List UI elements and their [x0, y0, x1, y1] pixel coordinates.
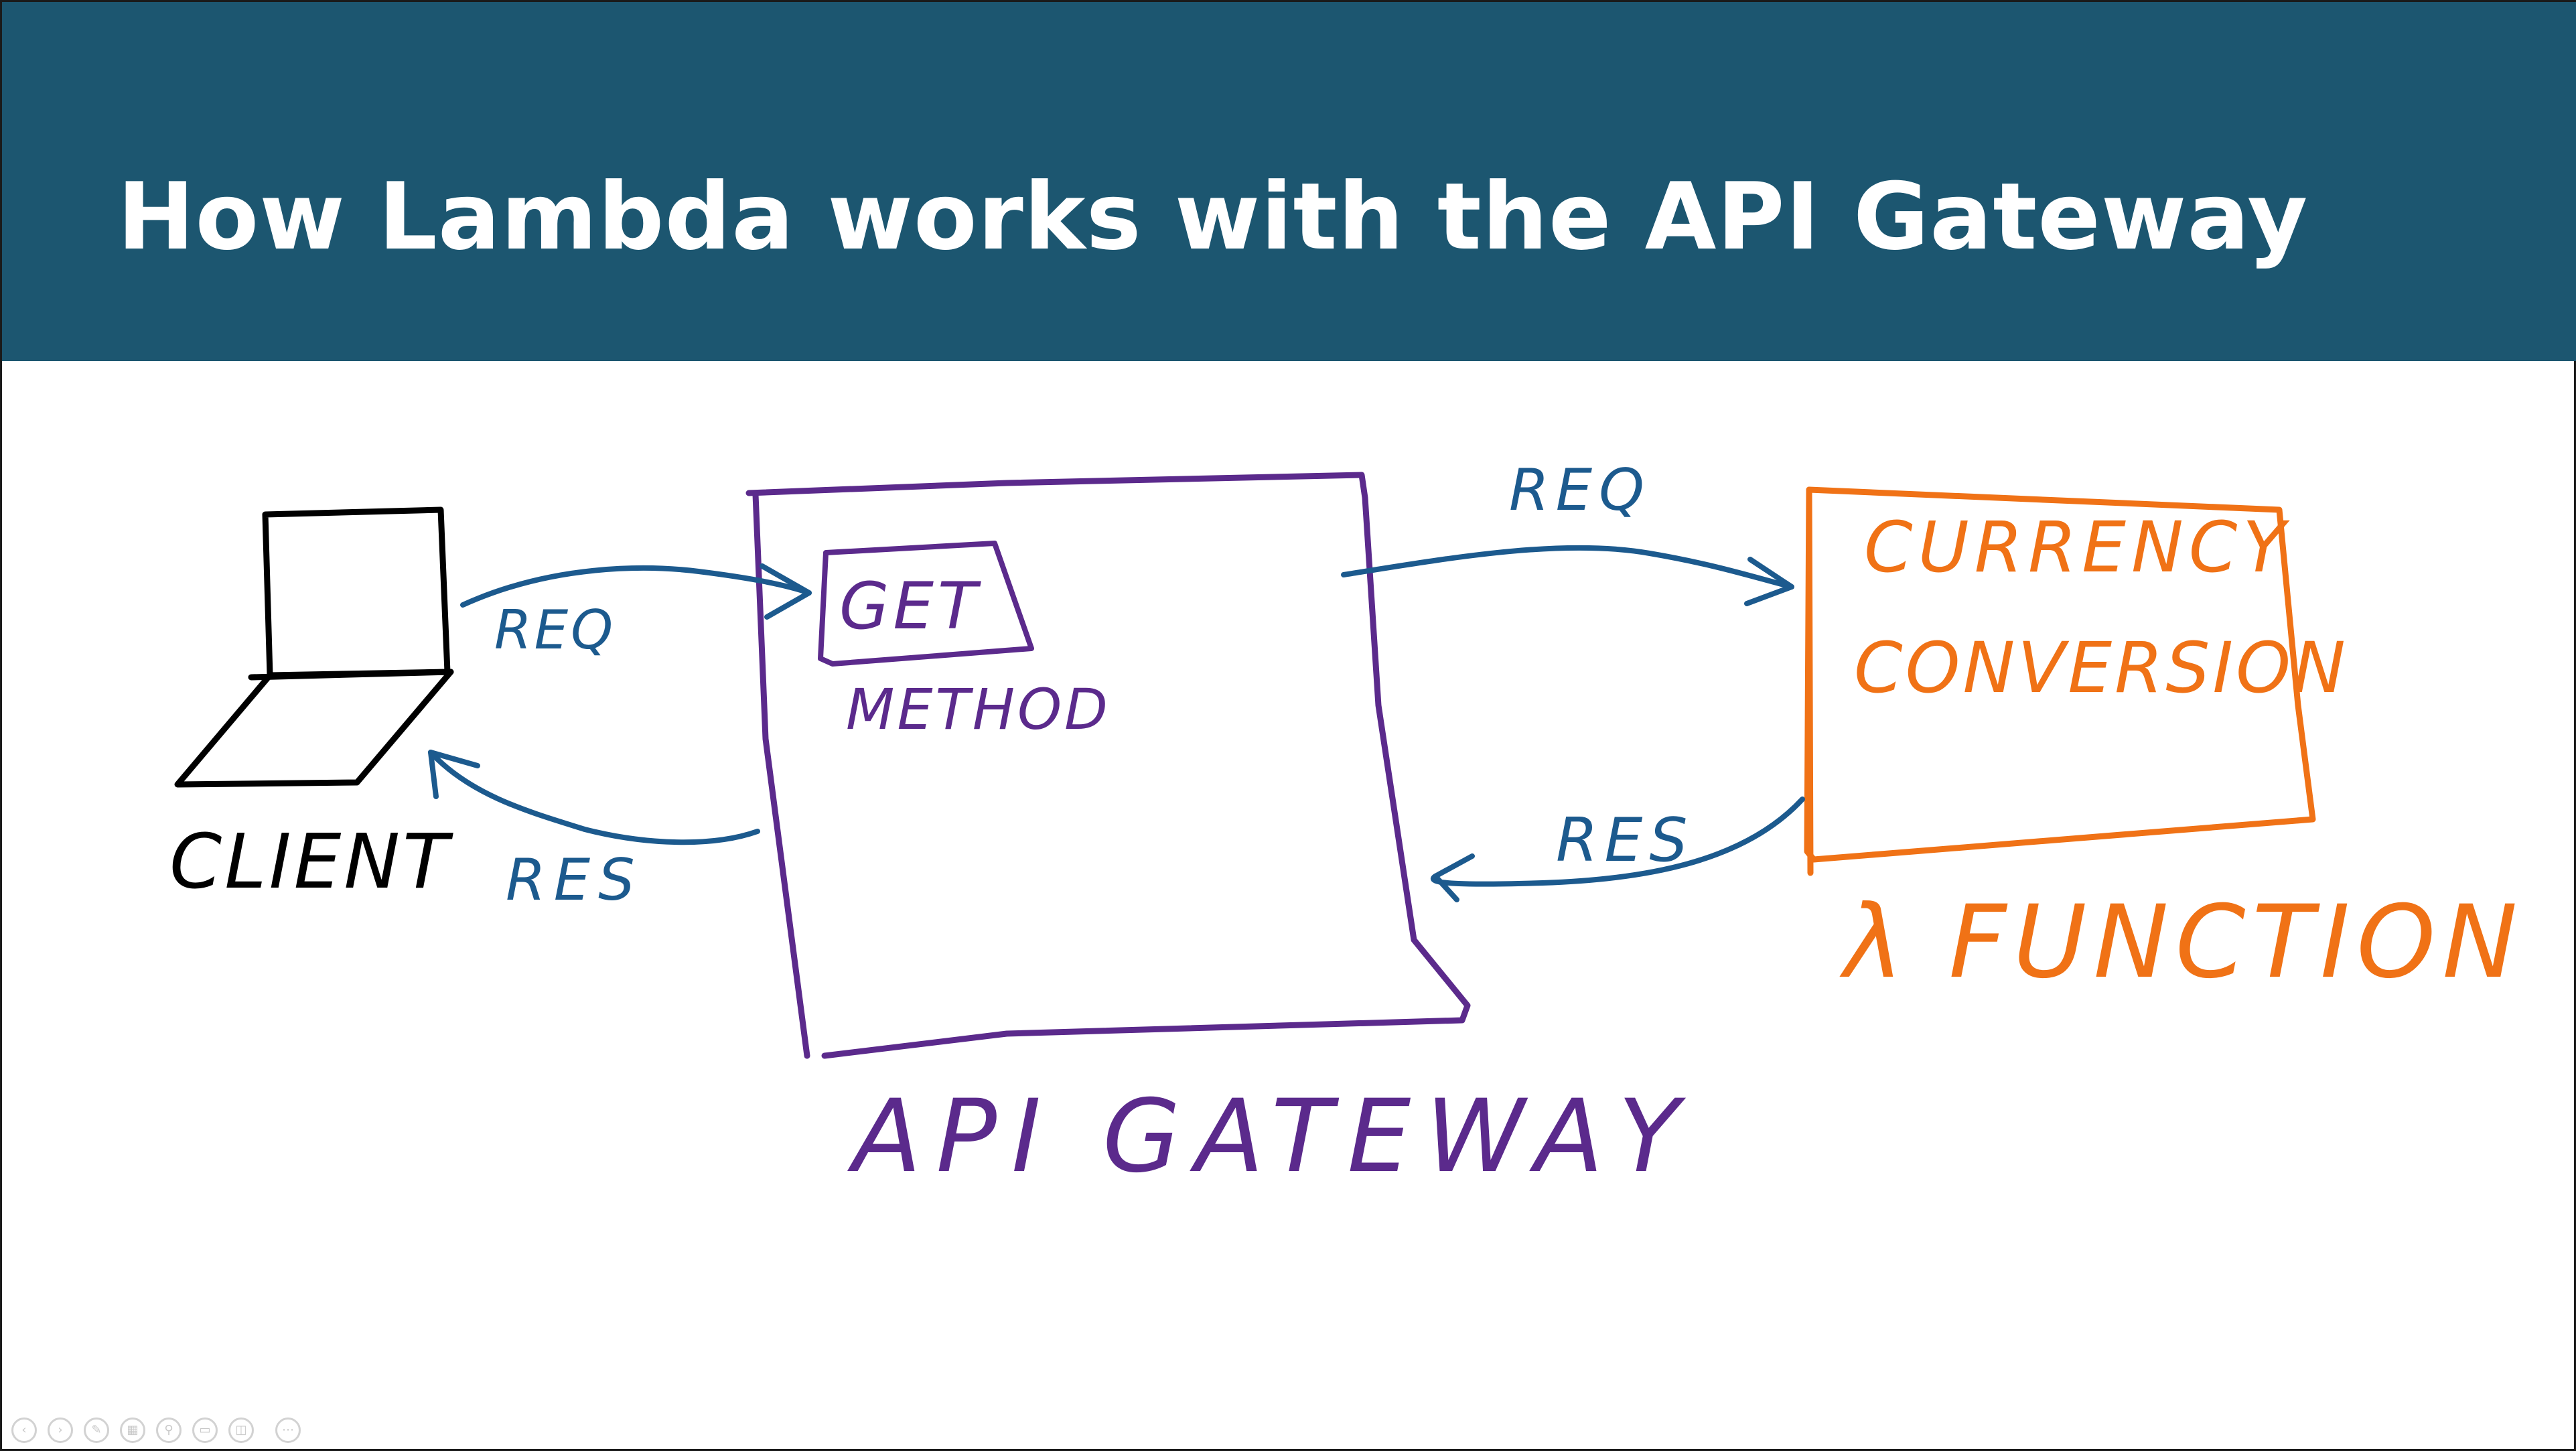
api-gateway-box [745, 472, 1471, 1059]
res-label-lambda: RES [1556, 805, 1695, 876]
get-method-text: GET [839, 569, 981, 644]
slides-icon[interactable]: ▦ [120, 1418, 145, 1443]
response-arrow-lambda-to-gateway [1431, 797, 1805, 902]
client-label: CLIENT [169, 819, 453, 906]
screen-icon[interactable]: ◫ [228, 1418, 254, 1443]
more-icon[interactable]: ⋯ [275, 1418, 301, 1443]
req-label-lambda: REQ [1509, 457, 1651, 524]
response-arrow-gateway-to-client [428, 750, 760, 845]
api-gateway-label: API GATEWAY [847, 1079, 1694, 1195]
title-banner: How Lambda works with the API Gateway [2, 2, 2576, 361]
lambda-box-line1: CURRENCY [1864, 506, 2291, 588]
lambda-function-label: λ FUNCTION [1839, 884, 2524, 1001]
zoom-icon[interactable]: ⚲ [156, 1418, 182, 1443]
next-icon[interactable]: › [48, 1418, 73, 1443]
lambda-function-box [1804, 486, 2316, 876]
res-label-client: RES [506, 847, 643, 914]
get-method-box [818, 541, 1034, 667]
subtitles-icon[interactable]: ▭ [192, 1418, 218, 1443]
request-arrow-gateway-to-lambda [1341, 545, 1794, 606]
laptop-icon [174, 506, 454, 788]
slide-title: How Lambda works with the API Gateway [117, 163, 2309, 271]
lambda-box-line2: CONVERSION [1854, 627, 2348, 709]
pen-icon[interactable]: ✎ [84, 1418, 109, 1443]
request-arrow-client-to-gateway [460, 563, 812, 620]
previous-icon[interactable]: ‹ [11, 1418, 37, 1443]
req-label-client: REQ [494, 599, 616, 661]
method-label: METHOD [846, 677, 1111, 742]
